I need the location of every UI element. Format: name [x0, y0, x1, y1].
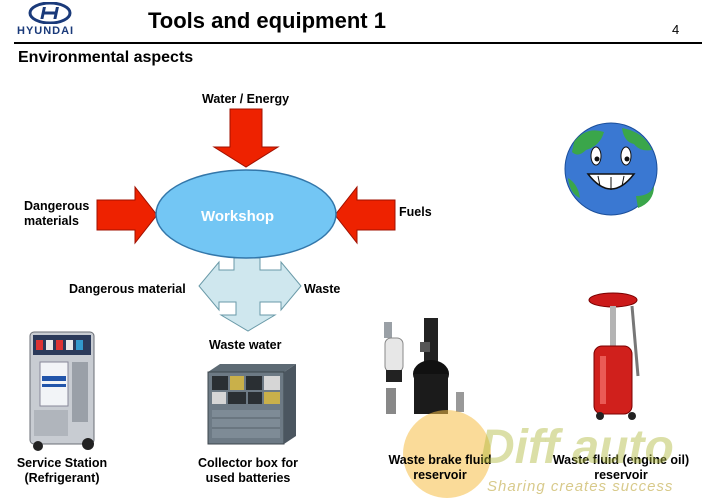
label-dangerous-material-out: Dangerous material: [69, 282, 186, 296]
brake-fluid-collector: [384, 318, 464, 414]
watermark-text: Diff auto: [480, 421, 674, 474]
caption-line: reservoir: [413, 468, 467, 482]
input-arrow-left: [96, 185, 158, 245]
page-number: 4: [672, 22, 680, 37]
header-rule: [14, 42, 702, 44]
input-arrow-top: [212, 108, 280, 168]
input-arrow-right: [334, 185, 396, 245]
smiling-earth-icon: [564, 122, 658, 216]
output-arrows: [198, 257, 302, 332]
caption-line: (Refrigerant): [24, 471, 100, 485]
page-title: Tools and equipment 1: [148, 8, 386, 33]
label-workshop: Workshop: [201, 208, 275, 225]
caption-line: used batteries: [205, 471, 291, 485]
battery-collector-box: [207, 364, 296, 445]
oil-drain-reservoir: [588, 292, 640, 420]
caption-line: Service Station: [16, 456, 108, 470]
label-waste-water: Waste water: [209, 338, 282, 352]
caption-line: Waste fluid (engine oil): [552, 453, 690, 467]
logo-text: HYUNDAI: [17, 25, 75, 37]
hyundai-logo: HYUNDAI: [14, 2, 86, 40]
workshop-ellipse: [155, 169, 337, 259]
label-waste: Waste: [304, 282, 341, 296]
caption-battery-box: Collector box for used batteries: [188, 456, 308, 486]
caption-brake-fluid: Waste brake fluid reservoir: [378, 453, 502, 483]
label-dangerous-materials: Dangerous materials: [24, 199, 90, 228]
service-station-machine: [29, 331, 95, 451]
caption-line: Waste brake fluid: [388, 453, 492, 467]
watermark-tagline: Sharing creates success: [487, 478, 674, 495]
section-title: Environmental aspects: [18, 49, 194, 66]
label-fuels: Fuels: [399, 205, 432, 219]
label-water-energy: Water / Energy: [202, 92, 290, 106]
caption-line: reservoir: [594, 468, 648, 482]
caption-line: Collector box for: [197, 456, 298, 470]
watermark-circle: [403, 410, 491, 498]
caption-service-station: Service Station (Refrigerant): [6, 456, 118, 486]
caption-engine-oil: Waste fluid (engine oil) reservoir: [546, 453, 696, 483]
